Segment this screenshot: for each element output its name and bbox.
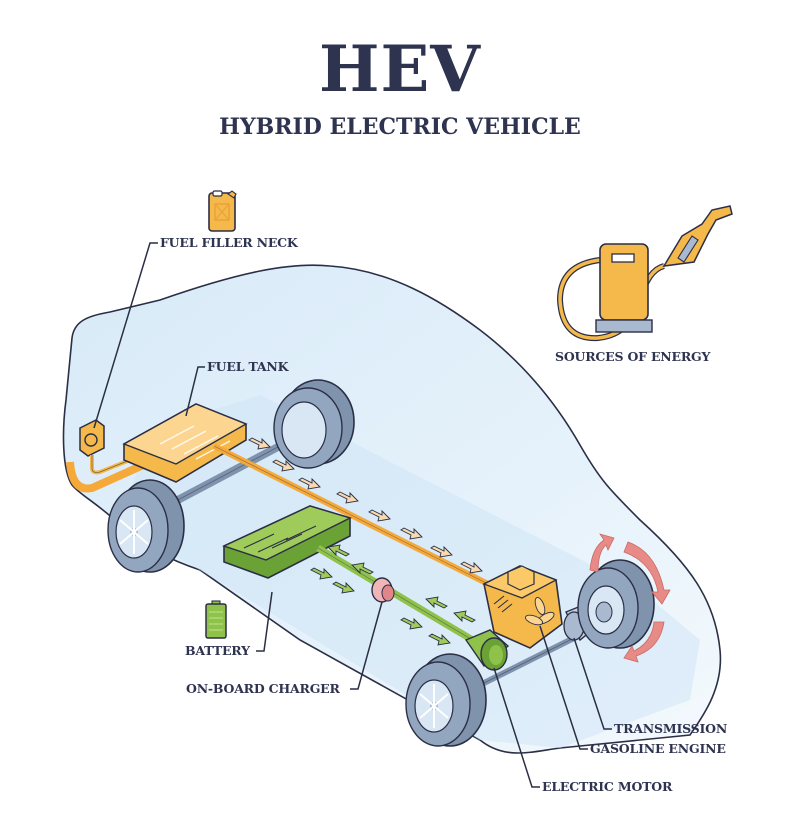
wheel-rear-right: [273, 379, 355, 469]
wheel-front-left: [405, 653, 487, 747]
label-battery: BATTERY: [185, 643, 250, 658]
jerry-can-icon: [208, 190, 237, 232]
page-subtitle: HYBRID ELECTRIC VEHICLE: [219, 114, 581, 140]
label-sources-of-energy: SOURCES OF ENERGY: [555, 349, 711, 364]
label-transmission: TRANSMISSION: [614, 721, 728, 736]
fuel-filler-neck: [66, 419, 156, 493]
page-title: HEV: [319, 32, 481, 107]
wheel-rear-left: [107, 479, 185, 573]
gasoline-engine: [482, 565, 563, 649]
label-fuel-filler-neck: FUEL FILLER NECK: [160, 235, 298, 250]
electric-flow-arrows: [310, 544, 476, 646]
fuel-tank: [122, 403, 248, 483]
rotation-arrows: [589, 533, 671, 663]
fuel-pump-icon: [556, 205, 733, 342]
wheel-front-right: [577, 559, 655, 649]
label-gasoline-engine: GASOLINE ENGINE: [590, 741, 726, 756]
label-electric-motor: ELECTRIC MOTOR: [542, 779, 673, 794]
leader-lines: [93, 242, 612, 788]
battery-icon: [205, 600, 227, 639]
label-fuel-tank: FUEL TANK: [207, 359, 289, 374]
fuel-flow-arrows: [248, 437, 483, 574]
battery-pack: [222, 505, 352, 579]
on-board-charger: [371, 577, 395, 603]
label-on-board-charger: ON-BOARD CHARGER: [186, 681, 340, 696]
